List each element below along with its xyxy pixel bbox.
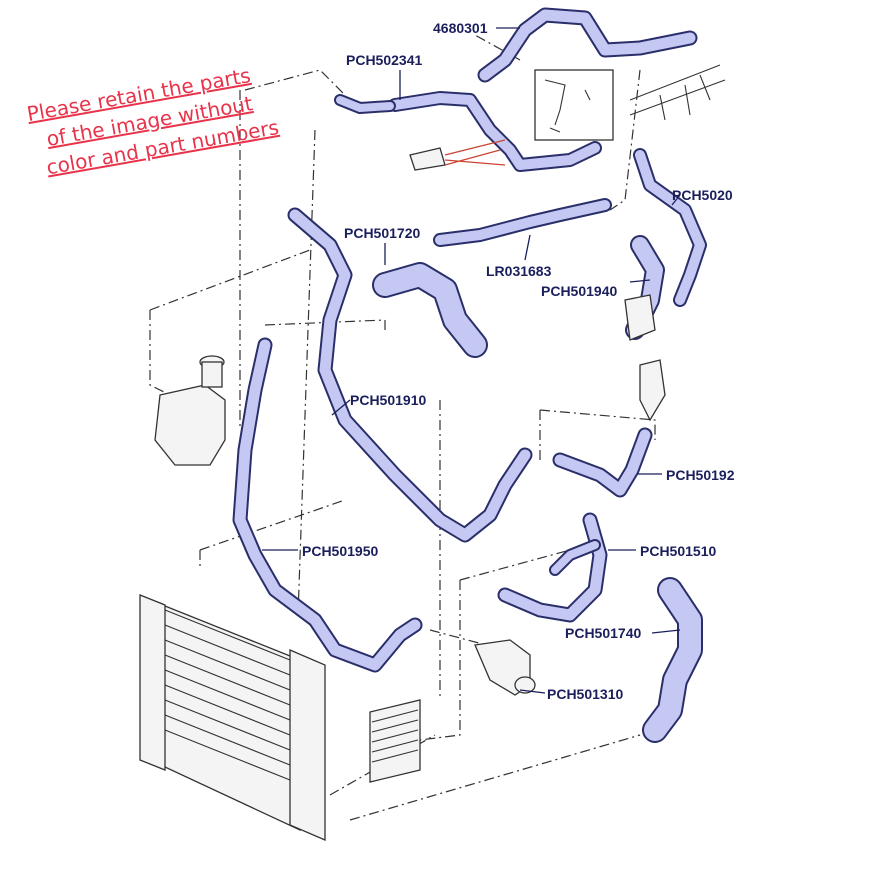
- label-LR031683: LR031683: [486, 263, 552, 279]
- thermostat-housing: [624, 294, 666, 422]
- hose-PCH502341: [334, 91, 602, 172]
- label-PCH501940: PCH501940: [541, 283, 617, 299]
- inset-box: [534, 69, 614, 141]
- bracket: [409, 139, 506, 171]
- water-pump: [474, 639, 536, 696]
- hose-PCH501720: [372, 262, 488, 358]
- hose-PCH501950: [232, 337, 423, 673]
- label-PCH50192: PCH50192: [666, 467, 735, 483]
- label-PCH502341: PCH502341: [346, 52, 422, 68]
- hose-PCH501510: [497, 512, 608, 623]
- label-PCH501310: PCH501310: [547, 686, 623, 702]
- label-PCH50208: PCH5020: [672, 187, 733, 203]
- hose-LR031683: [433, 198, 612, 247]
- hose-PCH501910: [287, 207, 533, 543]
- hose-PCH501740: [642, 577, 703, 743]
- hose-PCH50208: [633, 148, 707, 307]
- pipe-assembly: [629, 64, 726, 121]
- hose-PCH50192: [552, 427, 653, 498]
- label-4680301: 4680301: [433, 20, 488, 36]
- label-PCH501510: PCH501510: [640, 543, 716, 559]
- label-PCH501950: PCH501950: [302, 543, 378, 559]
- leader-lines: [262, 27, 681, 694]
- annotation-note: Please retain the parts of the image wit…: [25, 63, 281, 179]
- hose-4680301: [477, 7, 698, 83]
- label-PCH501720: PCH501720: [344, 225, 420, 241]
- label-PCH501740: PCH501740: [565, 625, 641, 641]
- expansion-tank: [154, 355, 226, 466]
- radiator: [139, 594, 326, 841]
- label-PCH501910: PCH501910: [350, 392, 426, 408]
- oil-cooler: [369, 699, 421, 783]
